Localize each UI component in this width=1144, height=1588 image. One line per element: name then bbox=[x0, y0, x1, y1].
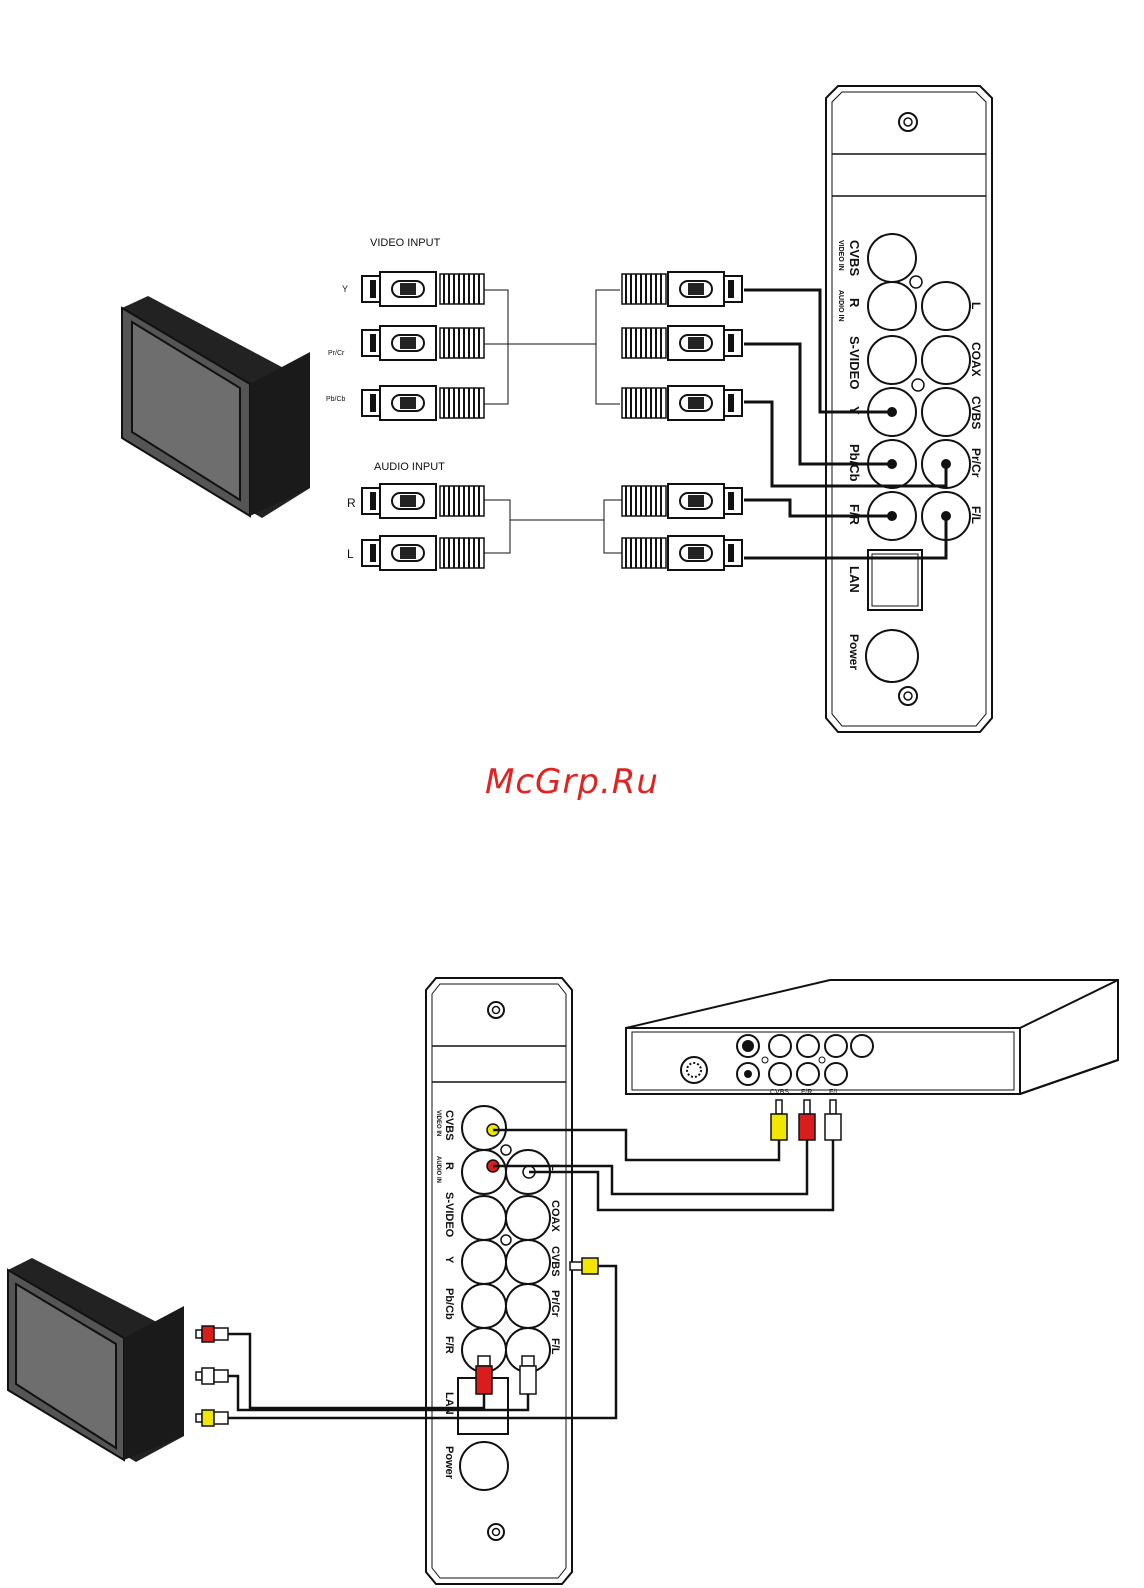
b-label-r: R bbox=[443, 1162, 455, 1170]
src-label-fr: F/R bbox=[801, 1089, 812, 1096]
label-svideo: S-VIDEO bbox=[847, 336, 862, 389]
b-label-cvbs: CVBS bbox=[443, 1110, 455, 1141]
label-coax: COAX bbox=[969, 342, 983, 377]
left-audio-plugs bbox=[362, 484, 484, 570]
label-l: L bbox=[969, 302, 983, 309]
b-label-power: Power bbox=[443, 1446, 455, 1480]
label-r: R bbox=[847, 298, 862, 308]
b-label-svideo: S-VIDEO bbox=[443, 1192, 455, 1238]
source-device bbox=[626, 980, 1118, 1094]
b-label-lan: LAN bbox=[443, 1392, 455, 1415]
label-fl: F/L bbox=[969, 506, 983, 524]
b-label-audio-in: AUDIO IN bbox=[435, 1156, 441, 1183]
label-cvbs2: CVBS bbox=[969, 396, 983, 429]
src-label-fl: F/L bbox=[829, 1089, 839, 1096]
source-device-labels: CVBS F/R F/L bbox=[770, 1089, 839, 1096]
b-label-video-in: VIDEO IN bbox=[435, 1110, 441, 1136]
plug-label-r: R bbox=[347, 496, 356, 510]
plug-label-l: L bbox=[347, 547, 354, 561]
left-video-plugs bbox=[362, 272, 484, 420]
plug-label-prcr: Pr/Cr bbox=[328, 350, 345, 357]
b-label-fr: F/R bbox=[443, 1336, 455, 1354]
tv-end-plugs bbox=[196, 1326, 228, 1426]
label-video-in: VIDEO IN bbox=[837, 240, 844, 271]
b-label-coax: COAX bbox=[549, 1200, 561, 1232]
label-lan: LAN bbox=[847, 566, 862, 593]
cvbs-out-plug bbox=[570, 1258, 598, 1274]
player-panel-bottom bbox=[426, 978, 572, 1584]
b-label-cvbs2: CVBS bbox=[549, 1246, 561, 1277]
label-audio-in: AUDIO IN bbox=[837, 290, 844, 322]
label-prcr: Pr/Cr bbox=[969, 448, 983, 478]
right-audio-plugs bbox=[622, 484, 742, 570]
src-label-cvbs: CVBS bbox=[770, 1089, 789, 1096]
audio-input-title: AUDIO INPUT bbox=[374, 461, 445, 473]
b-label-fl: F/L bbox=[549, 1338, 561, 1355]
tv-top bbox=[122, 296, 310, 518]
tv-bottom bbox=[8, 1258, 184, 1462]
label-power: Power bbox=[847, 634, 861, 670]
plug-label-y: Y bbox=[342, 284, 348, 294]
source-cable-plugs bbox=[771, 1100, 841, 1140]
video-input-title: VIDEO INPUT bbox=[370, 237, 441, 249]
right-video-plugs bbox=[622, 272, 742, 420]
b-label-pbcb: Pb/Cb bbox=[443, 1288, 455, 1320]
cable-bundles bbox=[484, 290, 624, 553]
label-cvbs: CVBS bbox=[847, 240, 862, 276]
b-label-y: Y bbox=[443, 1256, 455, 1264]
plug-label-pbcb: Pb/Cb bbox=[326, 396, 346, 403]
b-label-prcr: Pr/Cr bbox=[549, 1290, 561, 1318]
